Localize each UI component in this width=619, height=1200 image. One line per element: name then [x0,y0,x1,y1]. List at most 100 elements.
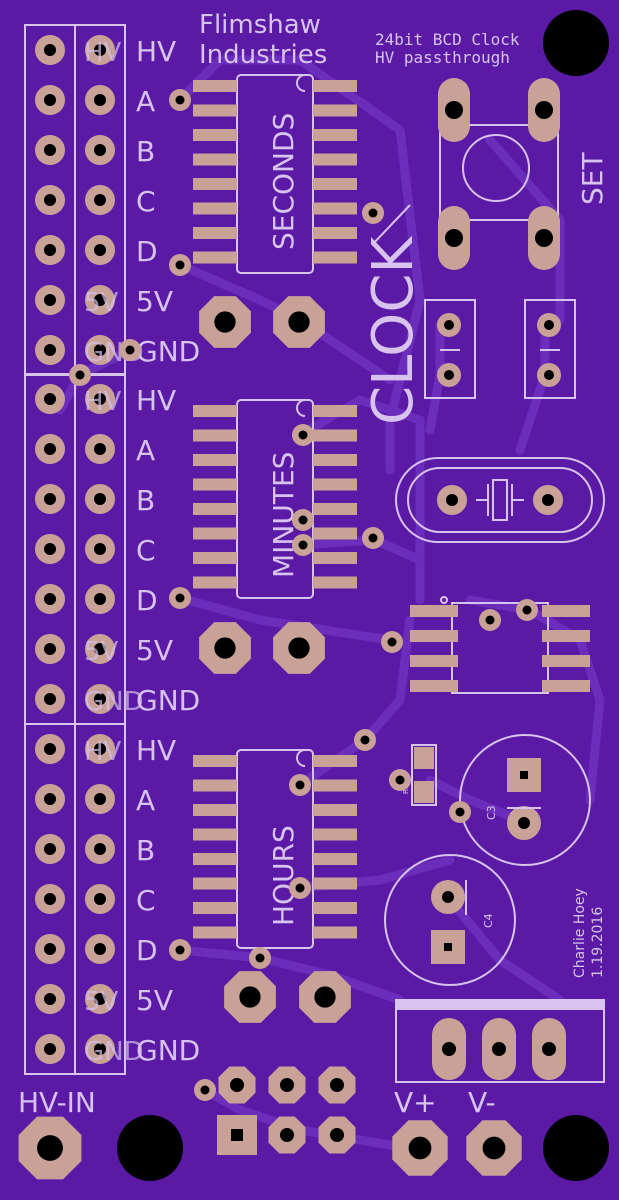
via-hole [360,735,370,745]
chip-pad [313,503,357,515]
pad-hole [330,1128,344,1142]
header-pin-hole [94,893,106,905]
header-outline-right [74,723,126,1075]
chip-pad [313,877,357,890]
header-pin-label: A [136,784,155,817]
c4-label: C4 [482,913,495,928]
header-pin-label: C [136,185,156,218]
header-pin-hole [44,543,56,555]
header-pin-hole [94,244,106,256]
header-pin-hole [44,643,56,655]
chip-pad [193,202,237,215]
via-hole [298,430,308,440]
chip-pad [193,251,237,264]
chip-pad [193,153,237,166]
header-pin-label: D [136,934,158,967]
header-pin-hole [94,194,106,206]
pad-hole [230,1078,244,1092]
chip-pad [193,527,237,540]
via-hole [125,345,135,355]
mounting-hole-bottom-left [117,1115,183,1181]
chip-pad [193,129,237,141]
chip-pad [193,552,237,564]
via-hole [522,605,532,615]
header-pin-label: 5V [136,984,173,1017]
chip-outline [236,749,314,949]
chip-pad [193,80,237,92]
vias [69,89,538,1101]
rtc-chip [410,596,590,694]
header-pin-label: C [136,884,156,917]
via-hole [368,208,378,218]
header-pin-label: GND [136,1034,200,1067]
chip-pad [313,828,357,841]
header-pin-hole [94,593,106,605]
via-hole [175,260,185,270]
chip-pad [193,902,237,914]
header-pin-hole [44,943,56,955]
header-pin-hole [94,393,106,405]
header-pin-hole [94,1043,106,1055]
c3-label: C3 [485,805,498,820]
chip-notch [296,399,306,417]
chip-pad [193,478,237,491]
header-pin-inner-label: 5V [84,288,119,318]
chip-pad [193,804,237,816]
via-hole [298,515,308,525]
chip-notch [296,74,306,92]
header-pin-hole [94,344,106,356]
pad-hole [288,311,310,333]
header-pin-label: D [136,235,158,268]
header-pin-hole [44,294,56,306]
header-pin-hole [44,144,56,156]
header-pin-inner-label: HV [84,737,122,767]
header-pin-hole [44,993,56,1005]
pad-hole [288,637,310,659]
header-pin-hole [44,693,56,705]
voltage-regulator [395,999,605,1083]
header-pin-hole [94,443,106,455]
soic-chip-3 [193,749,357,949]
header-pin-hole [44,443,56,455]
header-pin-label: C [136,534,156,567]
header-pin-hole [44,893,56,905]
chip-pad [193,853,237,865]
header-pin-label: HV [136,734,176,767]
pad-hole [231,1129,243,1141]
chip-pad [193,227,237,239]
pad-hole [482,1136,506,1160]
soic-chip-2 [193,399,357,599]
header-pin-label: HV [136,35,176,68]
soic-chip-1 [193,74,357,274]
pad-hole [214,311,236,333]
via-hole [295,883,305,893]
via-hole [298,540,308,550]
header-pin-hole [94,144,106,156]
chip-pad [313,202,357,215]
chip-pad [193,828,237,841]
header-pin-hole [94,44,106,56]
header-pin-label: A [136,434,155,467]
via-hole [295,780,305,790]
header-pin-label: B [136,135,155,168]
via-hole [175,95,185,105]
header-pin-hole [94,693,106,705]
v-minus-label: V- [468,1086,496,1119]
chip-pad [313,454,357,466]
chip-pad [193,576,237,589]
crystal-oscillator [395,457,605,543]
jumper-right [524,299,576,399]
pad-hole [314,986,336,1008]
project-title-line2: HV passthrough [375,48,510,67]
header-pin-label: 5V [136,285,173,318]
chip-outline [236,399,314,599]
via-hole [395,775,405,785]
chip-pad [313,926,357,939]
chip-pad [193,755,237,767]
chip-pad [313,478,357,491]
clock-label: CLOCK [361,236,426,425]
via-hole [255,953,265,963]
chip-pad [193,454,237,466]
pad-hole [330,1078,344,1092]
